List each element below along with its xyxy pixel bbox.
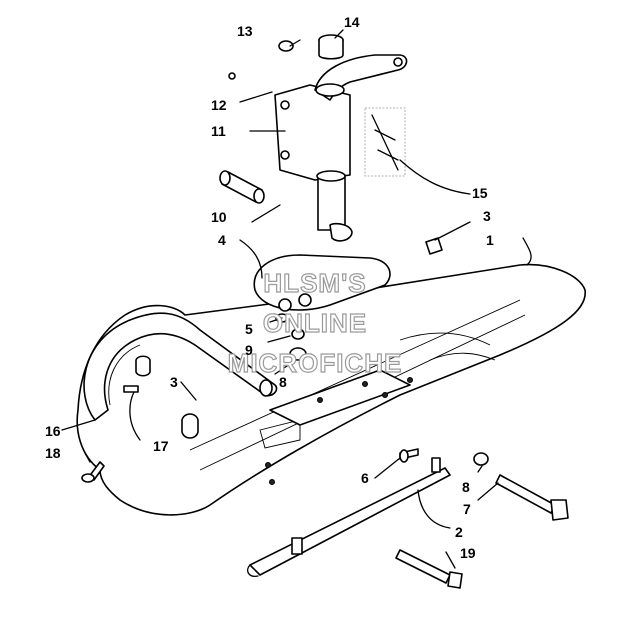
callout-4: 4 [218, 232, 226, 248]
callout-7: 7 [463, 501, 471, 517]
callout-14: 14 [344, 14, 360, 30]
callout-19: 19 [460, 545, 476, 561]
callout-8-bolt-washer: 8 [462, 479, 470, 495]
small-hardware [123, 40, 443, 439]
callout-labels: 1 2 3 3 4 5 6 7 8 8 9 10 11 12 13 14 15 … [45, 14, 494, 561]
callout-17: 17 [153, 438, 169, 454]
callout-10: 10 [211, 209, 227, 225]
spring-decal [364, 107, 406, 177]
callout-18: 18 [45, 445, 61, 461]
callout-1: 1 [486, 232, 494, 248]
callout-9: 9 [245, 342, 253, 358]
callout-2: 2 [455, 524, 463, 540]
callout-8-washer: 8 [279, 374, 287, 390]
spindle-cap [315, 34, 345, 97]
leader-lines [61, 29, 532, 569]
wear-bar [247, 457, 451, 577]
bolts [81, 448, 569, 589]
callout-13: 13 [237, 23, 253, 39]
spindle [274, 54, 408, 242]
callout-16: 16 [45, 423, 61, 439]
watermark-line-3: MICROFICHE [228, 348, 403, 378]
spindle-bracket [253, 254, 391, 312]
callout-11: 11 [211, 123, 226, 139]
callout-3-bushing: 3 [170, 374, 178, 390]
ski-loop [83, 312, 278, 421]
bushing-10 [219, 170, 265, 204]
watermark: HLSM'S ONLINE MICROFICHE [227, 267, 403, 378]
callout-5: 5 [245, 321, 253, 337]
watermark-line-2: ONLINE [263, 308, 367, 338]
callout-15: 15 [472, 185, 488, 201]
callout-3-nut: 3 [483, 208, 491, 224]
watermark-line-1: HLSM'S [263, 268, 366, 298]
callout-6: 6 [361, 470, 369, 486]
callout-12: 12 [211, 97, 227, 113]
ski [76, 263, 586, 516]
